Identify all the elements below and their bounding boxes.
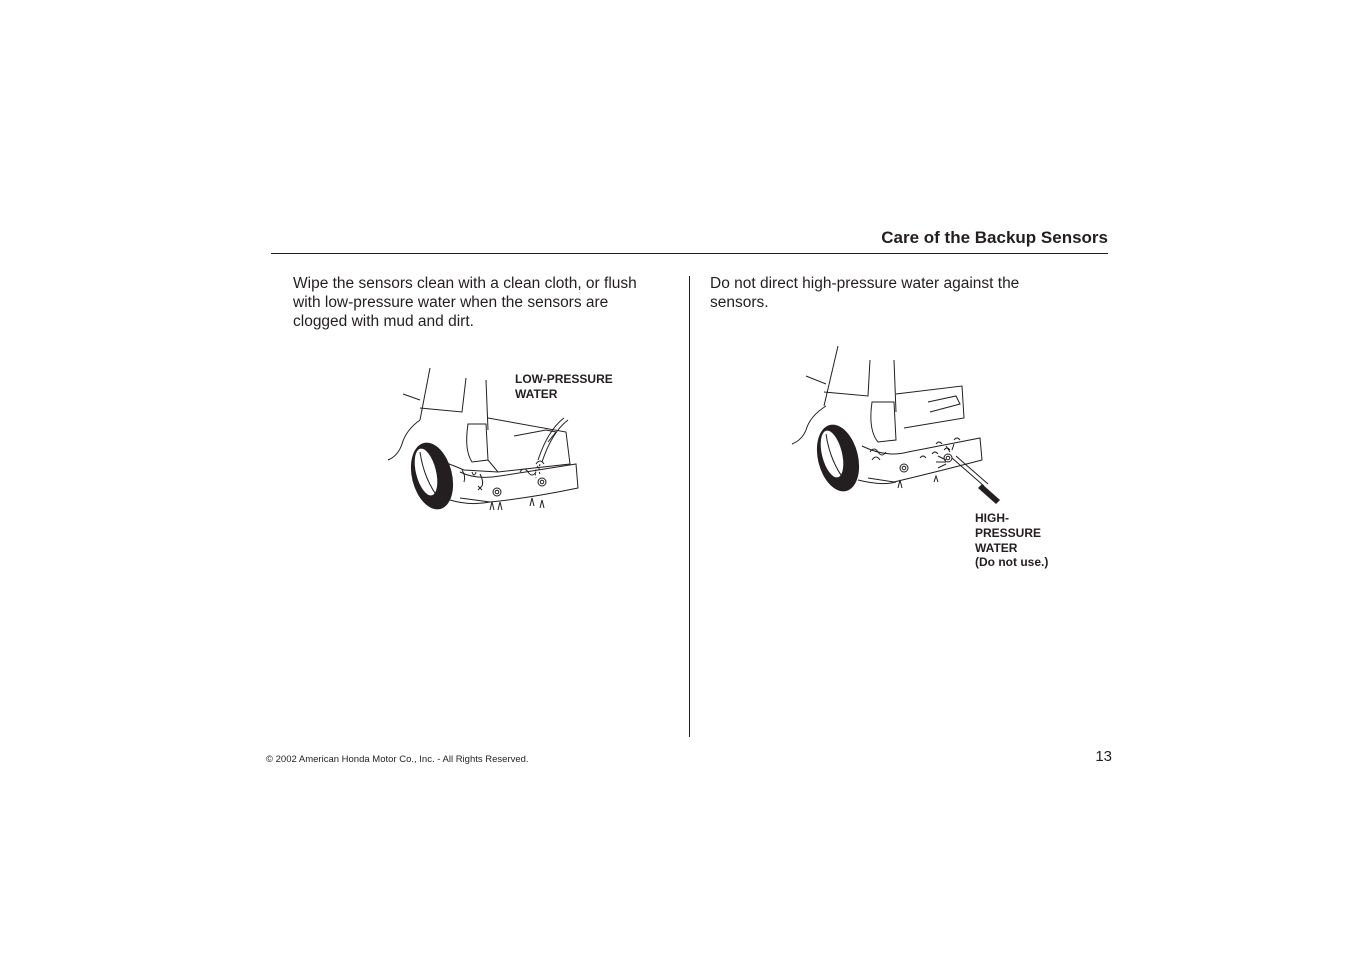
section-title: Care of the Backup Sensors (881, 228, 1108, 247)
page-number: 13 (1095, 748, 1112, 765)
column-divider (689, 276, 690, 737)
right-body-text: Do not direct high-pressure water agains… (710, 275, 1020, 311)
car-rear-hose-illustration (380, 360, 590, 525)
high-pressure-label-line3: WATER (975, 540, 1018, 555)
high-pressure-water-label: HIGH- PRESSURE WATER (Do not use.) (975, 511, 1085, 570)
car-rear-pressure-washer-illustration (786, 340, 1000, 504)
copyright-notice: © 2002 American Honda Motor Co., Inc. - … (266, 754, 529, 765)
high-pressure-label-line2: PRESSURE (975, 525, 1042, 540)
high-pressure-label-line1: HIGH- (975, 511, 1009, 525)
high-pressure-label-line4: (Do not use.) (975, 555, 1049, 570)
left-body-text: Wipe the sensors clean with a clean clot… (293, 275, 637, 330)
title-divider (271, 253, 1108, 254)
